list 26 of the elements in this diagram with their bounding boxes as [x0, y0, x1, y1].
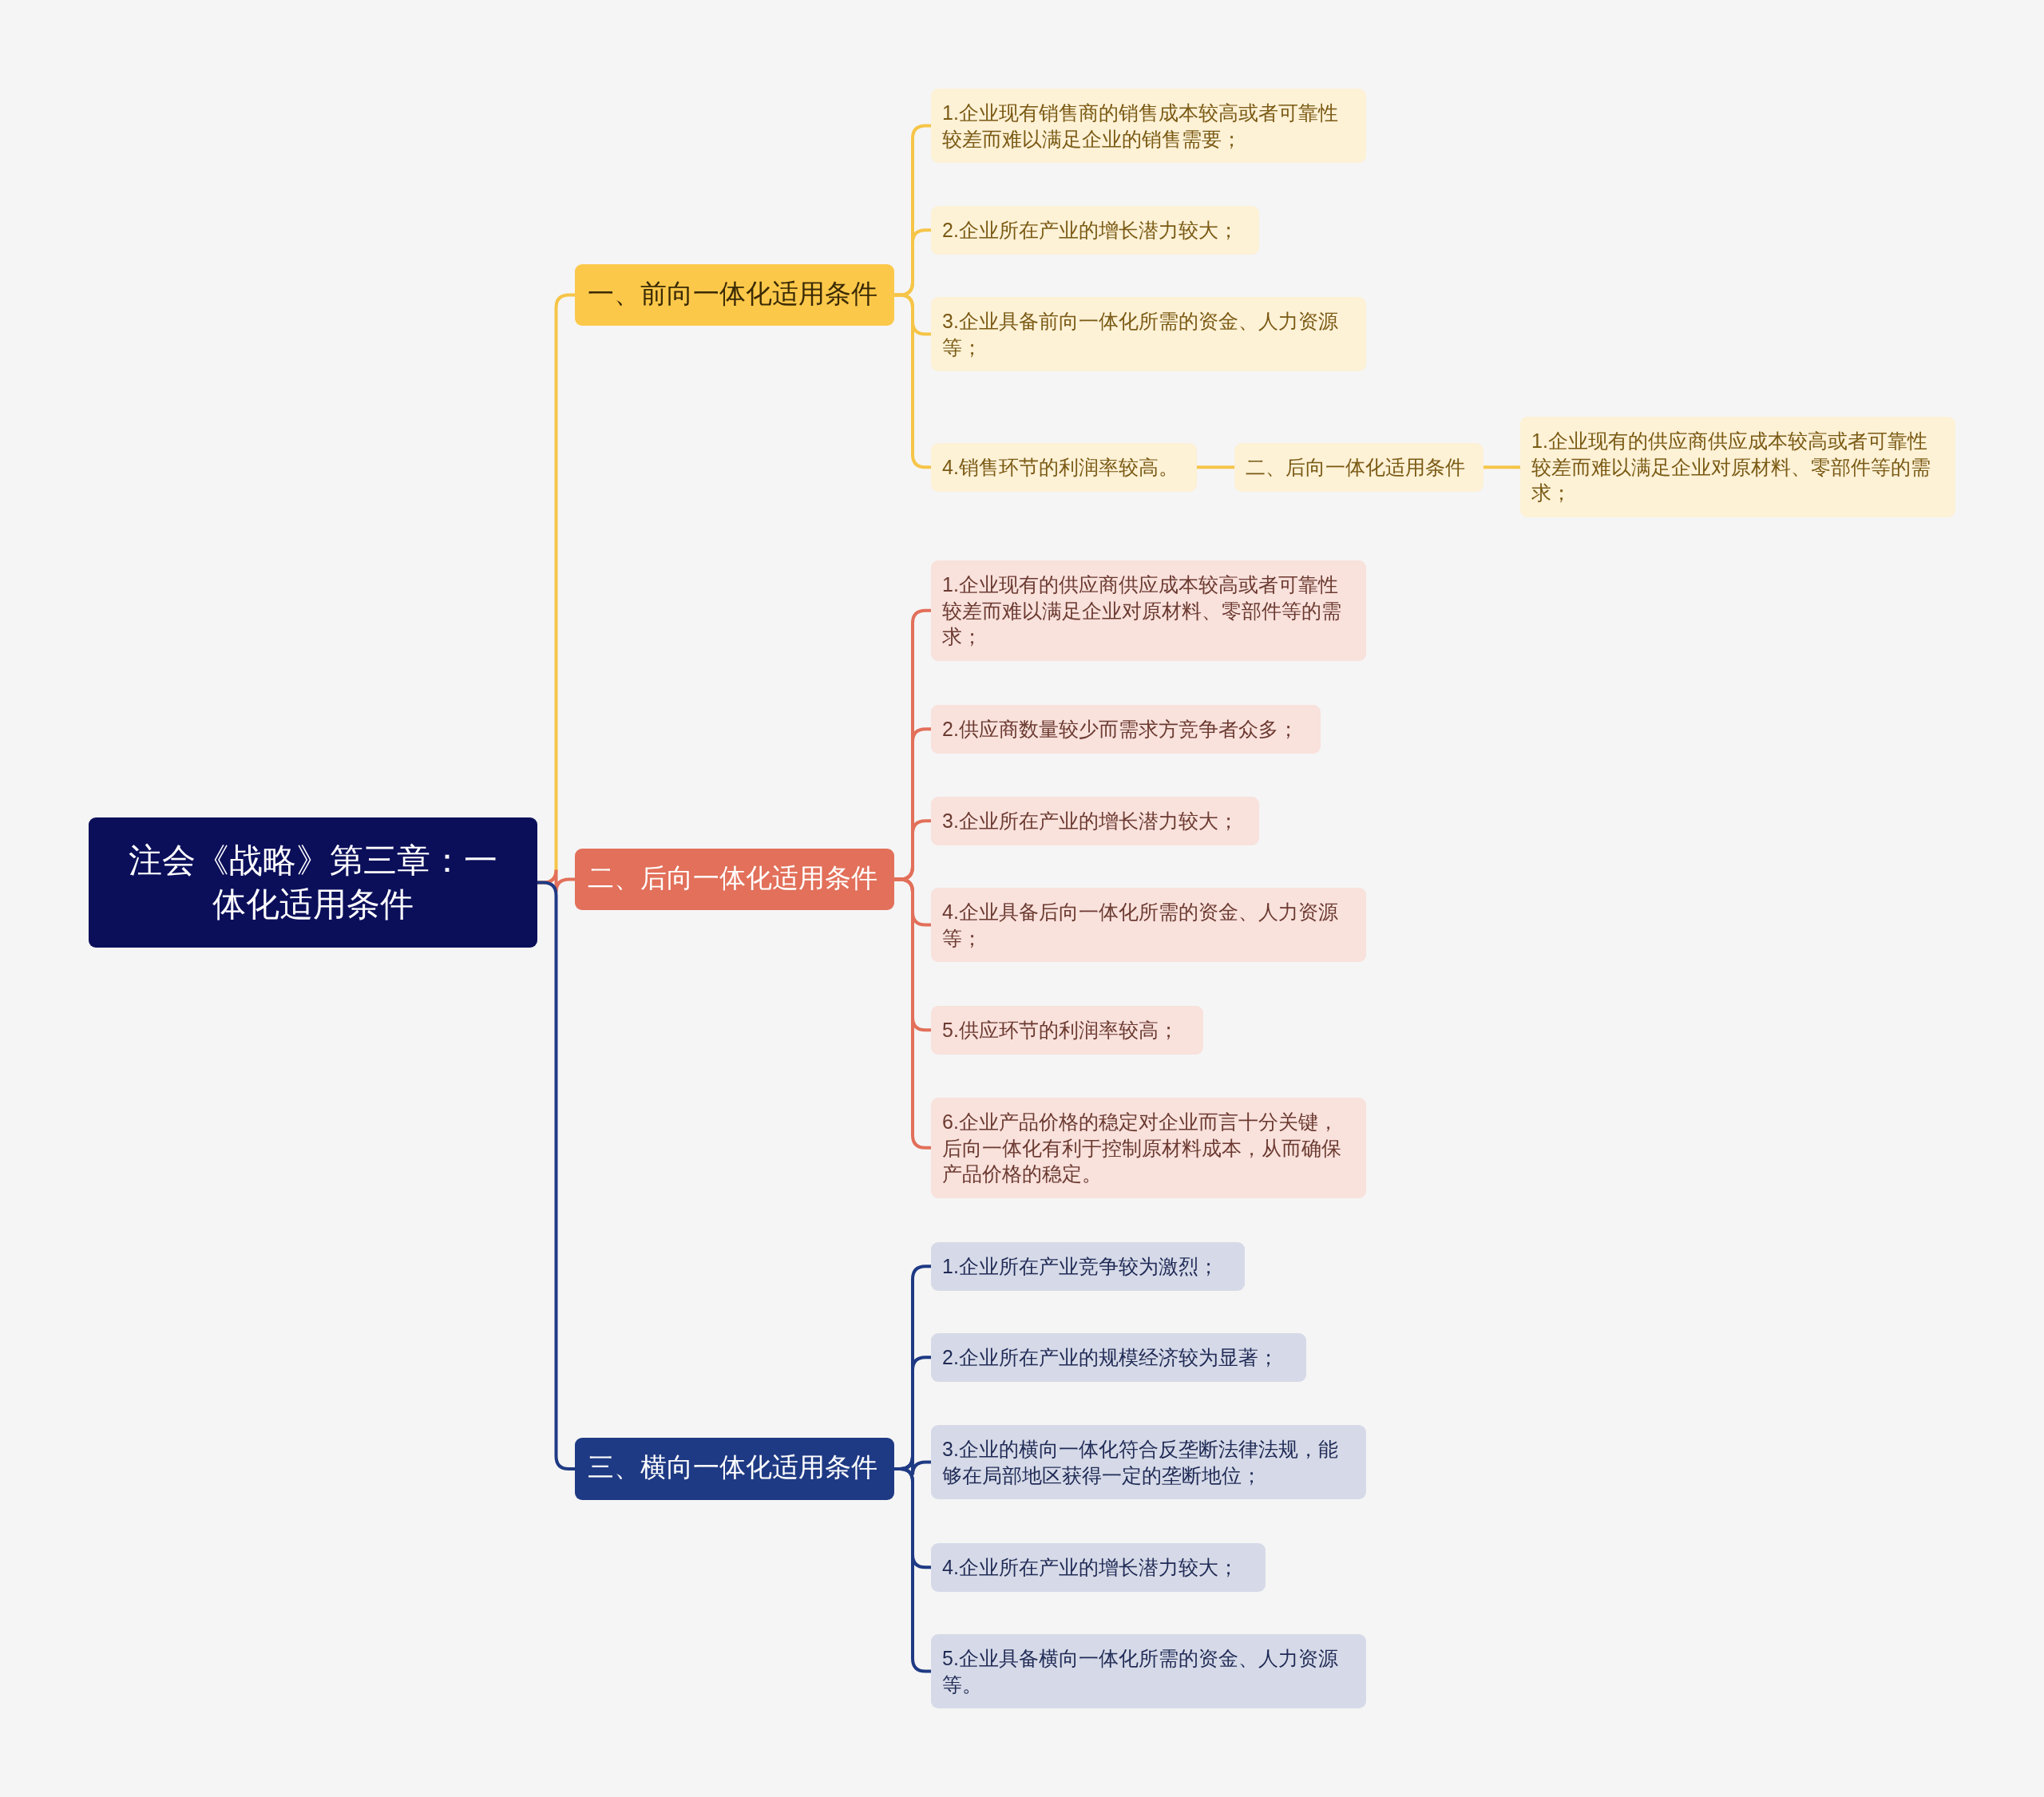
note-box: 2.企业所在产业的增长潜力较大； — [931, 206, 1259, 255]
note-box: 4.企业具备后向一体化所需的资金、人力资源等； — [931, 888, 1366, 962]
note-box: 3.企业的横向一体化符合反垄断法律法规，能够在局部地区获得一定的垄断地位； — [931, 1425, 1366, 1499]
note-box: 4.销售环节的利润率较高。 — [931, 443, 1197, 492]
note-box: 4.企业所在产业的增长潜力较大； — [931, 1543, 1266, 1592]
note-box: 5.企业具备横向一体化所需的资金、人力资源等。 — [931, 1634, 1366, 1708]
connector-line — [1483, 465, 1520, 469]
branch-box: 三、横向一体化适用条件 — [575, 1438, 894, 1500]
note-box: 1.企业所在产业竞争较为激烈； — [931, 1242, 1245, 1291]
connector-line — [894, 1467, 931, 1673]
branch-box: 一、前向一体化适用条件 — [575, 264, 894, 326]
note-box: 3.企业具备前向一体化所需的资金、人力资源等； — [931, 297, 1366, 371]
note-box: 2.供应商数量较少而需求方竞争者众多； — [931, 705, 1321, 754]
connector-line — [894, 877, 931, 1150]
connector-line — [1197, 465, 1234, 469]
branch-box: 二、后向一体化适用条件 — [575, 849, 894, 910]
note-box: 二、后向一体化适用条件 — [1234, 443, 1483, 492]
topic-box: 注会《战略》第三章：一体化适用条件 — [89, 817, 537, 948]
note-box: 1.企业现有销售商的销售成本较高或者可靠性较差而难以满足企业的销售需要； — [931, 89, 1366, 163]
note-box: 5.供应环节的利润率较高； — [931, 1006, 1203, 1055]
note-box: 2.企业所在产业的规模经济较为显著； — [931, 1333, 1306, 1382]
connector-line — [894, 293, 931, 469]
note-box: 1.企业现有的供应商供应成本较高或者可靠性较差而难以满足企业对原材料、零部件等的需求； — [1520, 417, 1955, 517]
note-box: 1.企业现有的供应商供应成本较高或者可靠性较差而难以满足企业对原材料、零部件等的需求； — [931, 560, 1366, 661]
note-box: 3.企业所在产业的增长潜力较大； — [931, 797, 1259, 845]
note-box: 6.企业产品价格的稳定对企业而言十分关键，后向一体化有利于控制原材料成本，从而确保产品价格的稳定。 — [931, 1098, 1366, 1198]
